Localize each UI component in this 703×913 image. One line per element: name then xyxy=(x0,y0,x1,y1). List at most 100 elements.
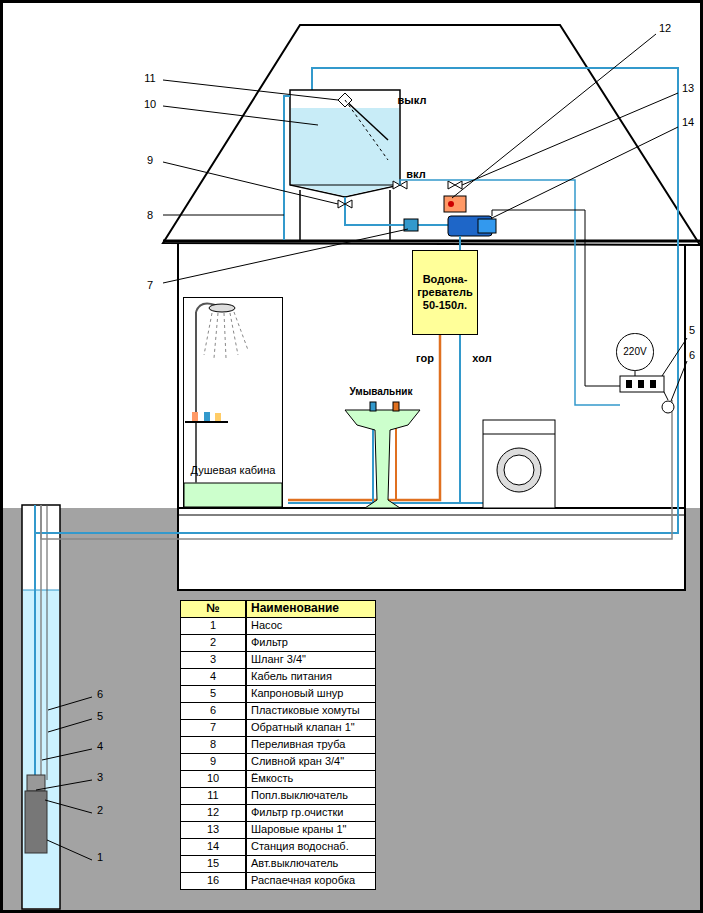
ground xyxy=(0,508,703,913)
rope xyxy=(47,505,48,780)
pump-symbol xyxy=(25,791,47,853)
part-label: гор xyxy=(415,352,435,365)
table-header: № xyxy=(180,600,246,618)
machine-door xyxy=(497,448,541,492)
table-cell: Станция водоснаб. xyxy=(246,838,376,856)
table-cell: Переливная труба xyxy=(246,736,376,754)
machine-panel xyxy=(483,434,555,435)
shelf xyxy=(185,421,228,423)
outlet-pipe xyxy=(345,197,448,225)
cold-pipe xyxy=(372,420,374,503)
callout-number: 3 xyxy=(96,771,104,784)
breaker xyxy=(626,380,656,388)
ceiling xyxy=(163,240,700,243)
cold-pipe xyxy=(459,236,461,250)
table-cell: 3 xyxy=(180,651,246,669)
table-cell: 9 xyxy=(180,753,246,771)
bypass-pipe xyxy=(400,180,620,405)
table-cell: 4 xyxy=(180,668,246,686)
float-arm xyxy=(345,100,388,140)
tank-bottom xyxy=(290,185,400,186)
shower-pipe xyxy=(195,312,197,483)
well-shaft xyxy=(22,505,60,909)
overflow-pipe xyxy=(284,96,290,240)
callout-number: 6 xyxy=(688,349,696,362)
shower-tray xyxy=(184,483,282,507)
pressure-switch xyxy=(444,196,466,212)
table-cell: Шланг 3/4" xyxy=(246,651,376,669)
table-cell: Капроновый шнур xyxy=(246,685,376,703)
ball-valve xyxy=(448,181,462,189)
pump-motor xyxy=(478,219,496,233)
table-cell: Сливной кран 3/4" xyxy=(246,753,376,771)
table-cell: 8 xyxy=(180,736,246,754)
shower-head xyxy=(209,304,235,312)
callout-number: 5 xyxy=(688,324,696,337)
junction-box xyxy=(620,376,664,392)
shower-cabin: Душевая кабина xyxy=(183,297,283,508)
table-cell: 11 xyxy=(180,787,246,805)
machine-glass xyxy=(504,455,534,485)
table-cell: 7 xyxy=(180,719,246,737)
table-cell: 10 xyxy=(180,770,246,788)
table-cell: Распаечная коробка xyxy=(246,872,376,890)
callout-number: 13 xyxy=(681,82,695,95)
house-wall xyxy=(178,240,685,508)
part-label: выкл xyxy=(397,94,428,107)
washbasin xyxy=(345,410,420,508)
callout-number: 12 xyxy=(658,22,672,35)
voltage-circle: 220V xyxy=(616,333,653,370)
table-cell: 2 xyxy=(180,634,246,652)
leader-line xyxy=(36,34,687,860)
callout-number: 9 xyxy=(146,154,154,167)
pressure-switch-dot xyxy=(448,201,454,207)
floor xyxy=(178,515,685,516)
float-arm-low xyxy=(345,100,388,160)
tap xyxy=(393,402,399,411)
clamp xyxy=(662,401,674,413)
hot-pipe xyxy=(395,420,397,500)
supply-pipe xyxy=(35,68,678,533)
tank-leg xyxy=(299,190,301,240)
callout-number: 7 xyxy=(146,279,154,292)
table-cell: Шаровые краны 1" xyxy=(246,821,376,839)
table-cell: Пластиковые хомуты xyxy=(246,702,376,720)
table-cell: Попл.выключатель xyxy=(246,787,376,805)
power-wire xyxy=(664,392,668,400)
table-cell: 14 xyxy=(180,838,246,856)
shower-spray xyxy=(204,312,248,358)
table-cell: 6 xyxy=(180,702,246,720)
tank xyxy=(290,90,400,197)
callout-number: 5 xyxy=(96,710,104,723)
hose xyxy=(34,505,36,775)
table-cell: Фильтр xyxy=(246,634,376,652)
table-cell: 16 xyxy=(180,872,246,890)
drain-valve xyxy=(338,200,352,208)
table-cell: Обратный клапан 1" xyxy=(246,719,376,737)
node-label: Душевая кабина xyxy=(189,462,278,479)
washing-machine xyxy=(483,420,555,508)
cup xyxy=(204,412,210,421)
table-cell: 1 xyxy=(180,617,246,635)
table-cell: Насос xyxy=(246,617,376,635)
basement xyxy=(178,508,685,590)
table-cell: Фильтр гр.очистки xyxy=(246,804,376,822)
callout-number: 4 xyxy=(96,740,104,753)
cable xyxy=(40,505,42,775)
table-cell: 5 xyxy=(180,685,246,703)
power-cable xyxy=(41,400,672,539)
part-label: вкл xyxy=(405,168,426,181)
node-label: 220V xyxy=(621,344,648,360)
callout-number: 8 xyxy=(146,209,154,222)
callout-number: 2 xyxy=(96,804,104,817)
tank-water xyxy=(291,108,399,196)
table-header: Наименование xyxy=(246,600,376,618)
part-label: Умывальник xyxy=(349,386,414,398)
table-cell: Кабель питания xyxy=(246,668,376,686)
water-heater: Водона- греватель 50-150л. xyxy=(412,250,478,335)
cup xyxy=(192,412,198,421)
callout-number: 14 xyxy=(681,116,695,129)
